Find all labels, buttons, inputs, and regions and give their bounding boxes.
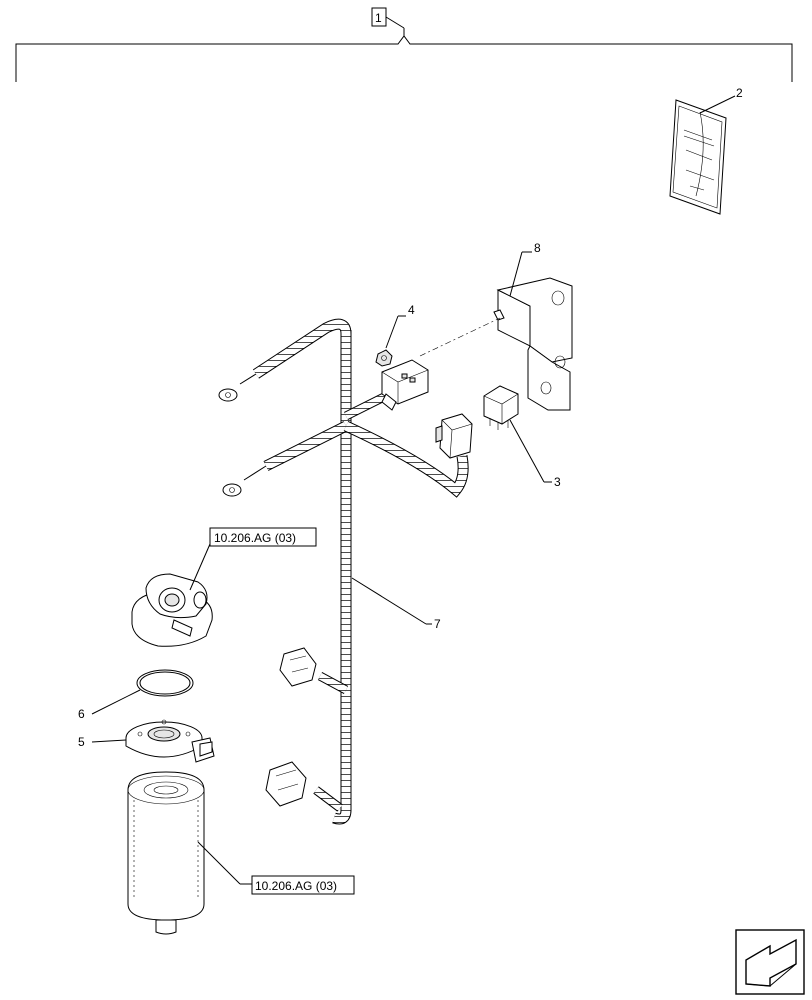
relay xyxy=(483,385,519,430)
ref-filter-label: 10.206.AG (03) xyxy=(255,879,337,893)
harness-connector-low xyxy=(265,761,307,807)
callout-1-label: 1 xyxy=(375,11,382,25)
wire-harness xyxy=(218,318,469,825)
callout-7[interactable]: 7 xyxy=(351,577,441,631)
callout-4[interactable]: 4 xyxy=(385,303,415,349)
callout-1[interactable]: 1 xyxy=(371,7,405,29)
next-page-arrow-icon[interactable] xyxy=(735,929,805,995)
filter-canister xyxy=(127,771,205,935)
callout-3-label: 3 xyxy=(554,475,561,489)
callout-8-label: 8 xyxy=(534,241,541,255)
callout-2-label: 2 xyxy=(736,86,743,100)
callout-5[interactable]: 5 xyxy=(78,735,127,749)
callout-3[interactable]: 3 xyxy=(509,419,561,489)
callout-6[interactable]: 6 xyxy=(78,689,141,721)
callout-4-label: 4 xyxy=(408,303,415,317)
o-ring xyxy=(136,669,194,697)
filter-head xyxy=(131,573,213,647)
hex-nut xyxy=(375,349,393,367)
callout-ref-head[interactable]: 10.206.AG (03) xyxy=(189,527,317,591)
harness-connector-right xyxy=(435,413,473,459)
callout-6-label: 6 xyxy=(78,707,85,721)
ref-head-label: 10.206.AG (03) xyxy=(214,531,296,545)
callout-5-label: 5 xyxy=(78,735,85,749)
callout-8[interactable]: 8 xyxy=(509,241,541,297)
harness-connector-mid xyxy=(279,647,317,687)
instruction-booklet xyxy=(669,99,727,215)
relay-socket xyxy=(381,359,429,411)
sensor-adapter xyxy=(125,719,215,763)
assembly-bracket xyxy=(15,28,793,82)
callout-7-label: 7 xyxy=(434,617,441,631)
callout-2[interactable]: 2 xyxy=(699,86,743,114)
mounting-bracket xyxy=(419,277,573,411)
callout-ref-filter[interactable]: 10.206.AG (03) xyxy=(197,841,355,895)
